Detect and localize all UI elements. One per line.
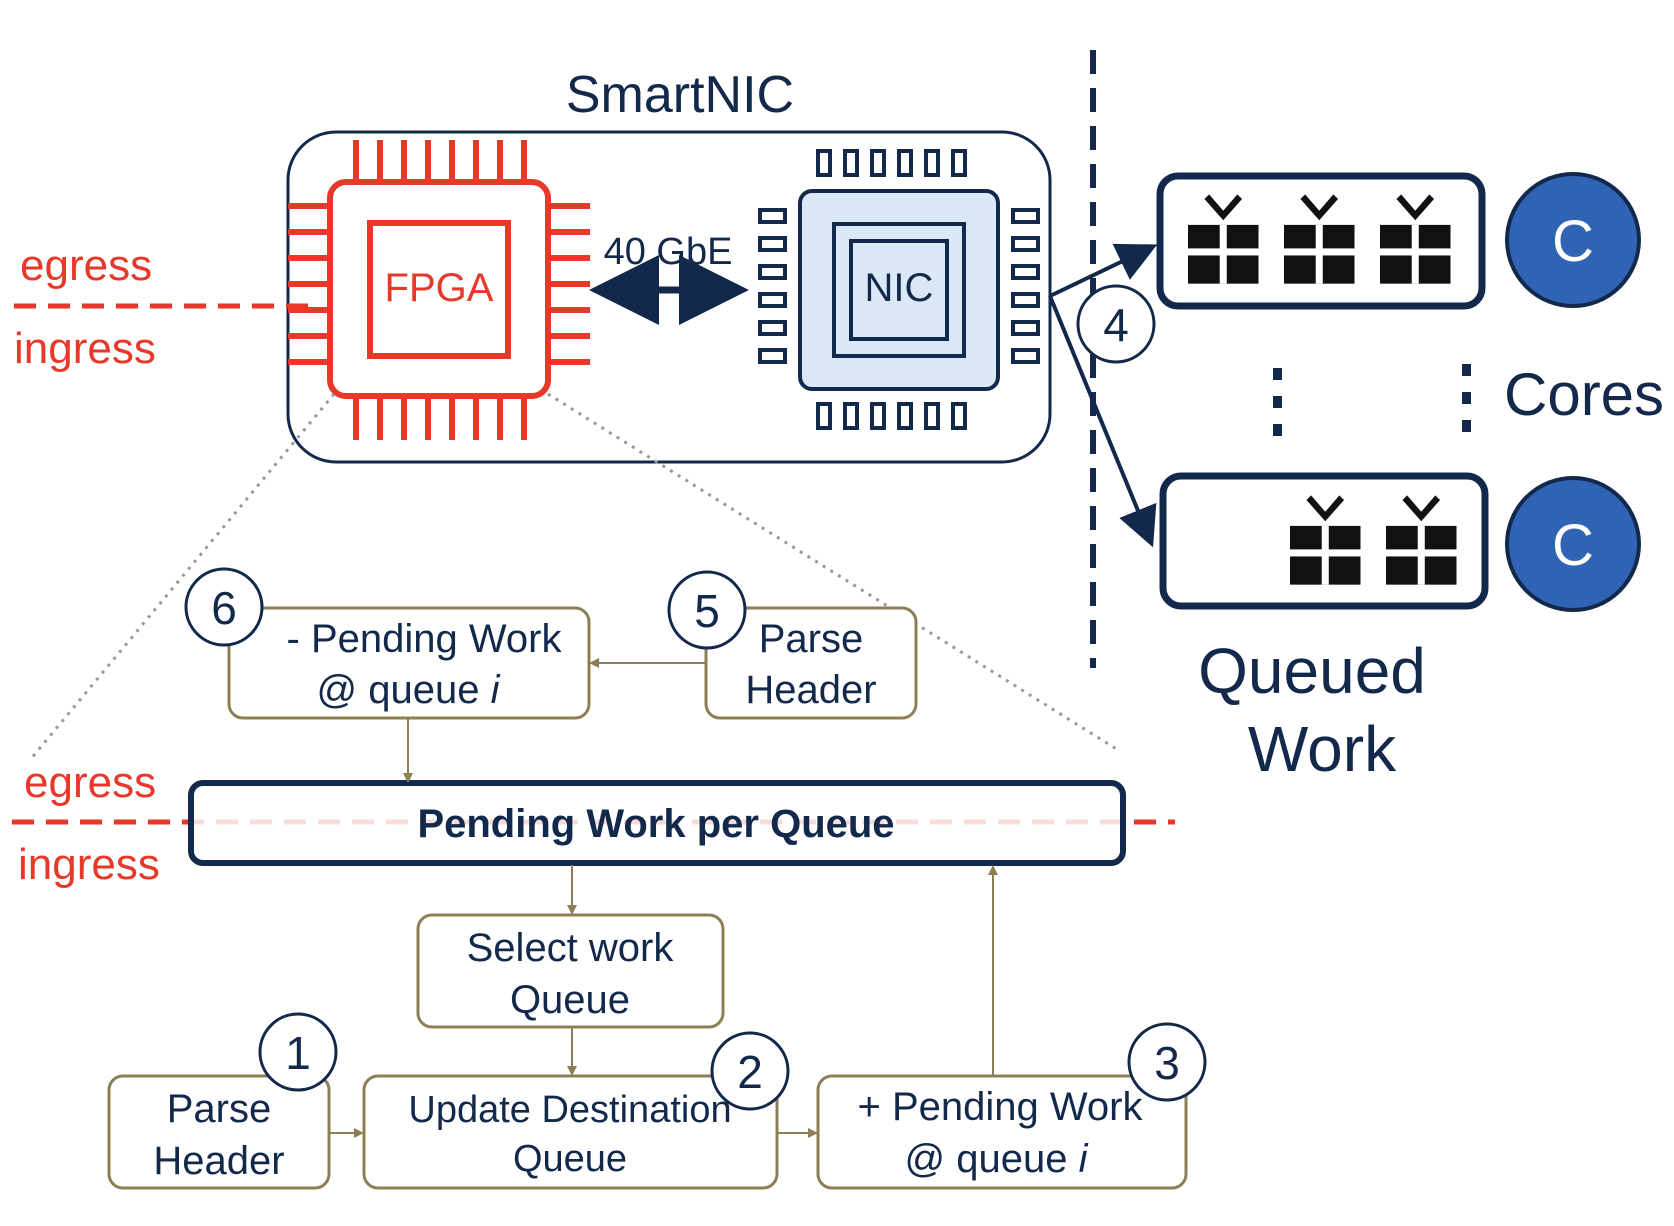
queued-work-line1: Queued [1198, 635, 1426, 707]
link-speed-label: 40 GbE [604, 231, 733, 273]
update-dest-line2: Queue [513, 1138, 627, 1180]
dispatch-arrow-bottom [1048, 295, 1157, 548]
core-circle-top [1505, 172, 1641, 308]
select-queue-line1: Select work [467, 926, 675, 970]
egress-parse-line1: Parse [759, 617, 864, 661]
step-badge-3: 3 [1127, 1022, 1207, 1102]
select-queue-line2: Queue [510, 978, 630, 1022]
queued-work-line2: Work [1248, 713, 1397, 785]
fpga-label: FPGA [385, 266, 494, 310]
bottom-egress-label: egress [24, 758, 156, 807]
fpga-chip-icon [288, 140, 590, 440]
core-label-bottom: C [1552, 513, 1594, 578]
svg-text:3: 3 [1154, 1037, 1180, 1089]
svg-text:4: 4 [1103, 299, 1129, 351]
cores-label: Cores [1504, 361, 1664, 428]
ingress-pending-line1: + Pending Work [858, 1085, 1144, 1129]
zoom-line-left [28, 393, 336, 761]
pending-work-table-label: Pending Work per Queue [417, 802, 894, 846]
zoom-line-right [547, 392, 1119, 752]
step-badge-6: 6 [184, 567, 264, 647]
core-ellipsis [1462, 364, 1471, 432]
svg-text:5: 5 [694, 585, 720, 637]
top-egress-label: egress [20, 241, 152, 290]
select-queue-box [416, 913, 725, 1029]
dispatch-arrow-top [1049, 243, 1158, 298]
ingress-parse-line2: Header [153, 1139, 284, 1183]
core-label-top: C [1552, 209, 1594, 274]
step-badge-2: 2 [710, 1031, 790, 1111]
svg-text:2: 2 [737, 1046, 763, 1098]
bottom-ingress-label: ingress [18, 840, 160, 889]
step-badge-4: 4 [1076, 284, 1156, 364]
svg-text:1: 1 [285, 1027, 311, 1079]
update-dest-line1: Update Destination [408, 1089, 731, 1131]
step-badge-5: 5 [667, 570, 747, 650]
ingress-pending-box [816, 1074, 1188, 1190]
ingress-parse-line1: Parse [167, 1087, 272, 1131]
nic-label: NIC [865, 266, 934, 310]
queue-ellipsis [1273, 368, 1282, 436]
smartnic-title: SmartNIC [566, 66, 794, 124]
ingress-pending-line2: @ queue i [905, 1137, 1089, 1181]
pending-work-table [188, 780, 1126, 866]
top-ingress-label: ingress [14, 324, 156, 373]
core-circle-bottom [1505, 476, 1641, 612]
egress-pending-line1: - Pending Work [287, 617, 563, 661]
nic-chip-icon [758, 149, 1040, 430]
egress-pending-line2: @ queue i [317, 668, 501, 712]
step-badge-1: 1 [258, 1012, 338, 1092]
egress-parse-line2: Header [745, 668, 876, 712]
svg-text:6: 6 [211, 582, 237, 634]
